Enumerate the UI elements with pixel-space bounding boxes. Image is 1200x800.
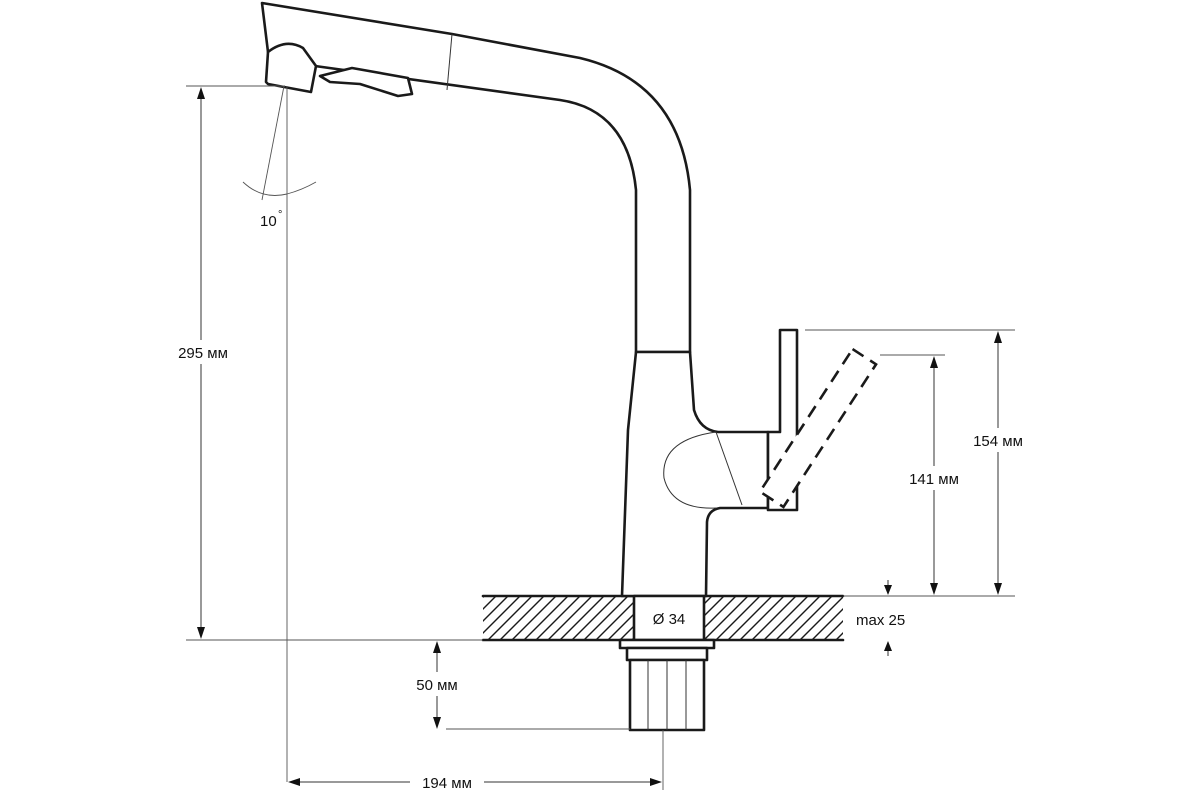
hatch-line: [715, 596, 761, 640]
nozzle: [264, 42, 318, 94]
angle-label: 10: [260, 213, 277, 230]
hatch-line: [483, 596, 497, 640]
hatch-line: [703, 596, 749, 640]
dimension-shank: 50 мм: [404, 641, 630, 730]
hatch-line: [811, 596, 843, 640]
hatch-line: [547, 596, 593, 640]
hatch-line: [483, 596, 521, 640]
dimension-countertop: max 25: [856, 580, 905, 656]
hatch-line: [751, 596, 797, 640]
hatch-line: [595, 596, 641, 640]
hatch-line: [799, 596, 843, 640]
hatch-line: [727, 596, 773, 640]
pullout-trigger: [318, 66, 414, 98]
hatch-line: [559, 596, 605, 640]
dimension-hole-diameter: Ø 34: [636, 606, 702, 630]
hatch-line: [571, 596, 617, 640]
hatch-line: [483, 596, 509, 640]
hatch-line: [487, 596, 533, 640]
dimension-reach: 194 мм: [288, 730, 664, 793]
hatch-line: [511, 596, 557, 640]
hatch-line: [583, 596, 629, 640]
shank-length-label: 50 мм: [416, 677, 457, 694]
handle-top-label: 154 мм: [973, 433, 1023, 450]
hatch-line: [499, 596, 545, 640]
lever-handle-tilted: [758, 347, 878, 509]
countertop-max-label: max 25: [856, 612, 905, 629]
hatch-line: [763, 596, 809, 640]
hatch-line: [739, 596, 785, 640]
hatch-line: [823, 596, 843, 640]
spout-arm: [260, 1, 692, 354]
hatch-line: [787, 596, 833, 640]
reach-label: 194 мм: [422, 775, 472, 792]
hatch-line: [535, 596, 581, 640]
total-height-label: 295 мм: [178, 345, 228, 362]
handle-tilt-label: 141 мм: [909, 471, 959, 488]
dimension-handle-top: 154 мм: [805, 329, 1032, 597]
hatch-line: [775, 596, 821, 640]
faucet-body: [260, 1, 770, 598]
angle-unit: °: [278, 209, 282, 221]
dimension-handle-tilt: 141 мм: [880, 354, 968, 595]
hole-diameter-label: Ø 34: [653, 611, 686, 628]
hatch-line: [483, 596, 485, 640]
angle-indicator: 10 °: [242, 85, 317, 782]
hatch-line: [523, 596, 569, 640]
faucet-lower-body: [620, 350, 770, 598]
dimension-total-height: 295 мм: [168, 85, 483, 641]
